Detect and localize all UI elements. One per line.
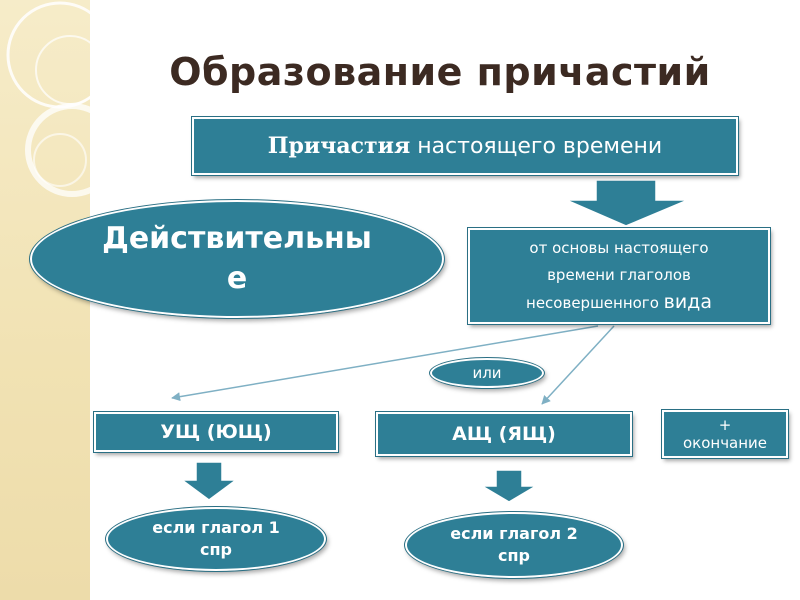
connector-to-ush [171,325,599,402]
stem-basis-box: от основы настоящего времени глаголов не… [467,227,771,325]
present-participles-box: Причастия настоящего времени [191,116,739,176]
top-box-sans-text: настоящего времени [410,133,663,159]
conjugation-2-label: если глагол 2 спр [450,524,578,565]
page-title: Образование причастий [169,50,711,94]
active-participles-oval: Действительные [29,199,445,319]
active-participles-label: Действительные [102,221,372,296]
ending-plus: + [718,416,732,434]
stem-basis-line-3: несовершенного вида [526,289,712,317]
suffix-ash-label: АЩ (ЯЩ) [452,423,556,445]
ending-box: + окончание [661,409,789,459]
decorative-side-panel [0,0,90,600]
conjugation-1-label: если глагол 1 спр [152,518,280,559]
top-box-serif-text: Причастия [267,133,411,159]
stem-basis-line-3a: несовершенного [526,294,664,312]
down-arrow-icon-ush [179,461,239,501]
decorative-rings-icon [6,1,90,197]
conjugation-1-oval: если глагол 1 спр [105,506,327,572]
or-oval: или [429,357,545,389]
suffix-ush-box: УЩ (ЮЩ) [93,411,339,453]
stem-basis-text: от основы настоящего времени глаголов не… [526,235,712,317]
or-label: или [472,364,502,382]
ending-label: окончание [682,434,768,452]
down-arrow-icon-ash [479,469,539,503]
stem-basis-line-1: от основы настоящего [529,239,709,257]
stem-basis-line-2: времени глаголов [547,266,691,284]
stem-basis-line-3b: вида [663,291,712,313]
connector-to-ash [541,325,615,405]
suffix-ush-label: УЩ (ЮЩ) [160,421,272,443]
down-arrow-icon [565,179,689,227]
suffix-ash-box: АЩ (ЯЩ) [375,411,633,457]
conjugation-2-oval: если глагол 2 спр [404,511,624,579]
